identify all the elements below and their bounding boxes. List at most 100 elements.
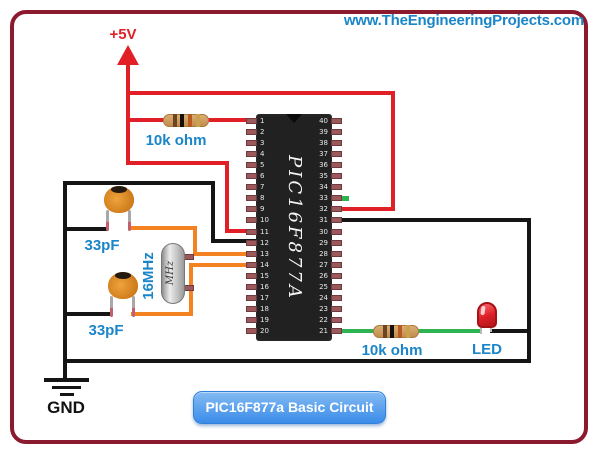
chip-pin-stub-left [246,128,257,135]
led-leg-left [480,326,482,334]
chip-pin-stub-right [331,328,342,335]
chip-pin-number: 11 [260,227,269,236]
chip-pin-number: 31 [319,216,328,225]
capacitor1-leg-right [128,210,131,231]
resistor-band [180,114,184,127]
website-link[interactable]: www.TheEngineeringProjects.com [343,12,584,29]
chip-pin-stub-right [331,206,342,213]
chip-pin-stub-left [246,161,257,168]
ground-bar-3 [60,393,74,396]
chip-pin-stub-left [246,295,257,302]
power-arrow-icon [117,45,139,65]
chip-pin-number: 23 [319,305,328,314]
caption-button[interactable]: PIC16F877a Basic Circuit [193,391,386,424]
chip-pin-number: 2 [260,127,265,136]
chip-pin-number: 27 [319,260,328,269]
wire-black-pin12 [211,239,256,243]
chip-pin-stub-left [246,217,257,224]
chip-pin-stub-left [246,284,257,290]
chip-pin-number: 16 [260,283,269,291]
chip-pin-number: 26 [319,271,328,280]
led-leg-right [490,326,492,332]
wire-red-pin32 [336,207,393,211]
resistor-band [196,114,200,127]
chip-pin-number: 25 [319,283,328,291]
chip-pin-stub-left [246,328,257,335]
chip-pin-number: 4 [260,149,265,158]
wire-orange-cap1 [131,226,197,230]
capacitor1-label: 33pF [84,237,120,254]
chip-pin-stub-right [331,117,342,124]
chip-pin-stub-right [331,184,342,191]
crystal-pin-bottom [184,285,194,291]
chip-pin-stub-left [246,150,257,157]
chip-pin-stub-right [331,317,342,324]
chip-pin-stub-left [246,139,257,146]
wire-red-power-shaft [126,62,130,165]
resistor-band [406,325,410,338]
wire-orange-cap2 [131,312,193,316]
chip-pin-number: 9 [260,205,265,214]
ground-bar-2 [52,386,81,389]
chip-pin-number: 40 [319,116,328,125]
ground-label: GND [47,398,85,417]
crystal [161,243,185,304]
chip-pin-number: 6 [260,172,265,180]
chip-pin-stub-right [331,250,342,257]
chip-pin-stub-right [331,161,342,168]
chip-pin-stub-left [246,206,257,213]
chip-pin33-green-stub [342,195,349,201]
chip-pin-number: 28 [319,249,328,258]
led [477,302,497,328]
chip-pin-number: 10 [260,216,269,225]
page-border [10,10,588,444]
chip-pin-stub-left [246,195,257,202]
led-label: LED [472,341,502,358]
wire-orange-cap1-drop [193,226,197,256]
capacitor1 [104,186,134,213]
chip-pin-number: 14 [260,260,269,269]
chip-pin-stub-right [331,139,342,146]
wire-black-osc-drop [211,181,215,243]
wire-black-osc-top [63,181,215,185]
capacitor1-leg-left [106,210,109,231]
chip-pin-stub-right [331,261,342,268]
resistor-band [383,325,387,338]
chip-pin-number: 39 [319,127,328,136]
wire-orange-pin13 [193,252,256,256]
chip-pin-stub-left [246,250,257,257]
wire-red-branch-drop [225,161,229,233]
power-5v-label: +5V [109,26,137,43]
chip-pic16f877a [256,114,332,341]
chip-pin-number: 22 [319,316,328,325]
chip-pin-stub-right [331,217,342,224]
resistor-band [173,114,177,127]
ground-bar-1 [44,378,89,382]
chip-pin-number: 33 [319,194,328,203]
chip-pin-stub-left [246,173,257,179]
crystal-body-label: MHz [165,260,176,286]
resistor-bottom-label: 10k ohm [361,342,423,359]
chip-pin-number: 18 [260,305,269,314]
chip-pin-number: 36 [319,160,328,169]
capacitor2-leg-right [132,296,135,317]
chip-pin-number: 13 [260,249,269,258]
chip-pin-number: 38 [319,138,328,147]
chip-pin-number: 30 [319,227,328,236]
chip-pin-number: 29 [319,238,328,247]
chip-pin-stub-right [331,195,342,202]
chip-pin-stub-left [246,261,257,268]
crystal-pin-top [184,254,194,260]
resistor-top-label: 10k ohm [145,132,207,149]
wire-black-bottom-rail [63,359,531,363]
chip-pin-number: 35 [319,172,328,180]
resistor-band [398,325,402,338]
wire-black-left-rail [63,181,67,378]
chip-pin-number: 37 [319,149,328,158]
chip-pin-number: 3 [260,138,265,147]
chip-pin-stub-right [331,150,342,157]
chip-pin-stub-right [331,173,342,179]
capacitor1-top [111,186,127,193]
wire-red-branch [126,161,229,165]
chip-pin-number: 1 [260,116,265,125]
